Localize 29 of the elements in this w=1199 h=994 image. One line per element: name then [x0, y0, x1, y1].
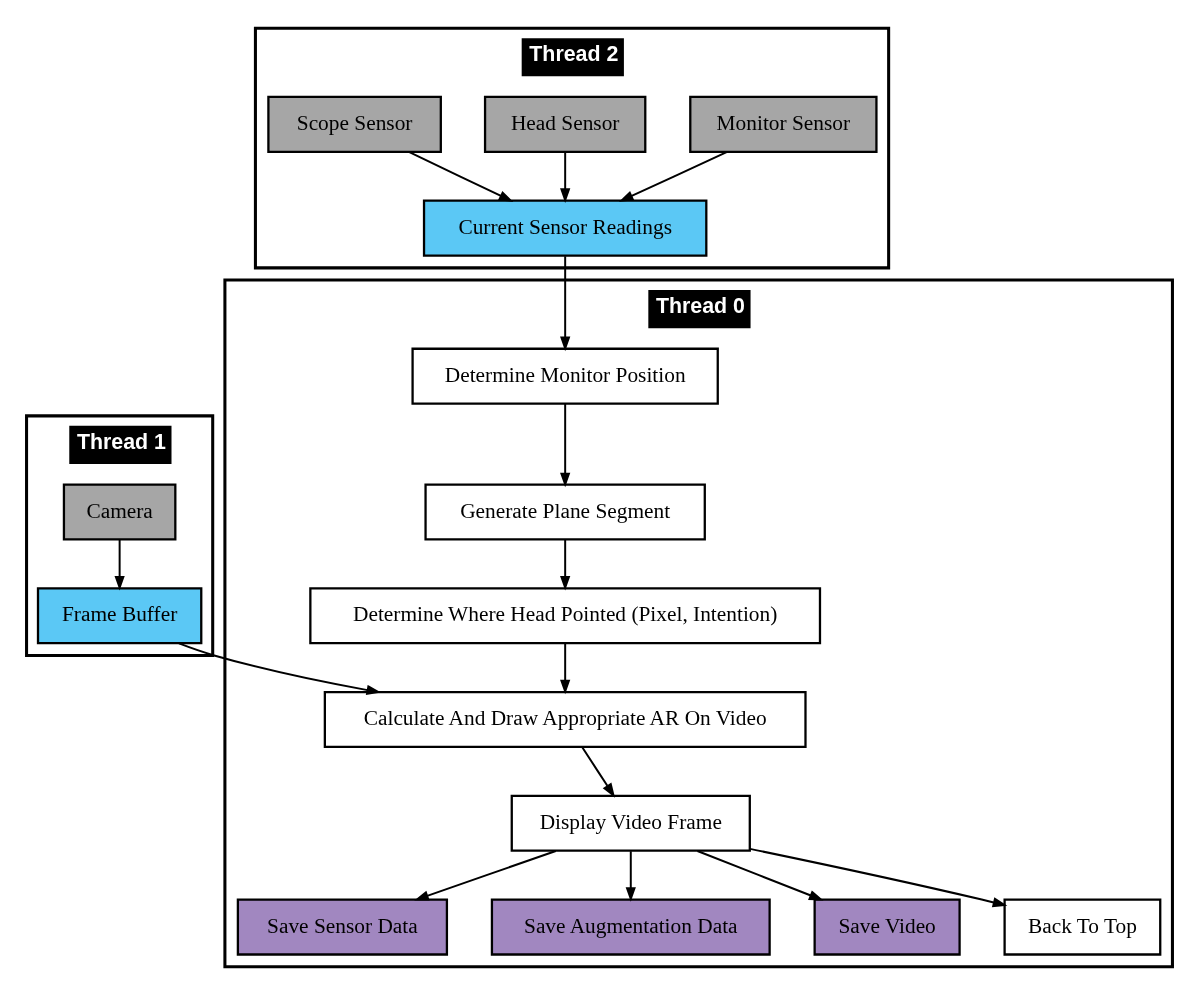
node-box: Calculate And Draw Appropriate AR On Video	[323, 690, 807, 748]
arrow	[114, 538, 125, 591]
node-box: Determine Where Head Pointed (Pixel, Intention)	[309, 586, 822, 644]
arrow	[560, 150, 571, 203]
arrow	[581, 746, 616, 798]
arrow	[618, 150, 728, 202]
node-box: Save Augmentation Data	[490, 897, 771, 956]
arrow	[178, 641, 382, 695]
node-box: Save Sensor Data	[236, 897, 449, 956]
node-box: Determine Monitor Position	[411, 347, 719, 405]
arrow	[560, 402, 571, 487]
node-box: Scope Sensor	[267, 95, 442, 153]
arrow	[625, 849, 636, 902]
arrow	[696, 849, 824, 901]
arrow	[749, 847, 1008, 907]
node-box: Frame Buffer	[36, 586, 203, 644]
arrow	[408, 150, 514, 202]
arrow	[414, 849, 557, 900]
arrow	[560, 538, 571, 591]
node-box: Monitor Sensor	[689, 95, 878, 153]
arrow	[560, 642, 571, 694]
arrow	[560, 254, 571, 351]
node-box: Display Video Frame	[510, 794, 751, 852]
node-box: Camera	[62, 482, 177, 541]
node-box: Back To Top	[1003, 897, 1162, 956]
node-box: Generate Plane Segment	[424, 482, 706, 541]
node-box: Current Sensor Readings	[422, 199, 708, 257]
node-box: Save Video	[813, 897, 961, 956]
node-box: Head Sensor	[483, 95, 647, 153]
